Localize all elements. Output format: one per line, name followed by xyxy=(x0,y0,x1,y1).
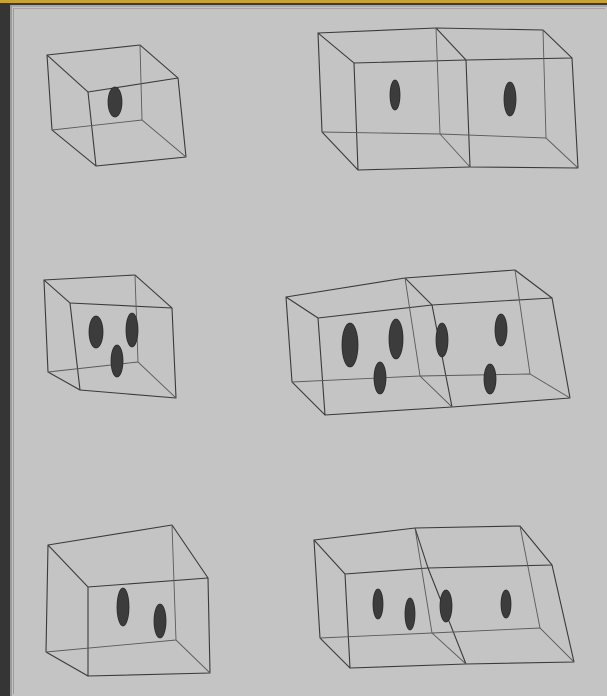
sketch-double-cube-six-pips xyxy=(286,270,570,415)
pip xyxy=(89,316,103,348)
sketch-double-cube-four-pips xyxy=(314,526,574,668)
pip xyxy=(389,319,403,359)
pip xyxy=(484,364,496,394)
sketch-cube-three-pips xyxy=(44,275,176,398)
pip xyxy=(111,345,123,377)
pip xyxy=(126,313,138,347)
pip xyxy=(495,314,507,346)
pip xyxy=(405,598,415,630)
pip xyxy=(436,323,448,357)
pip xyxy=(154,604,166,638)
pip xyxy=(108,87,122,117)
sketch-double-cube-two-pips xyxy=(318,28,578,170)
sketch-cube-two-pips xyxy=(46,525,210,676)
sketch-cube-one-pip xyxy=(47,45,186,166)
pip xyxy=(117,588,129,626)
pip xyxy=(390,80,400,110)
pip xyxy=(440,590,452,622)
pip xyxy=(373,589,383,619)
pip xyxy=(342,323,358,367)
pip xyxy=(504,82,516,116)
pip xyxy=(501,590,511,618)
pip xyxy=(374,362,386,394)
